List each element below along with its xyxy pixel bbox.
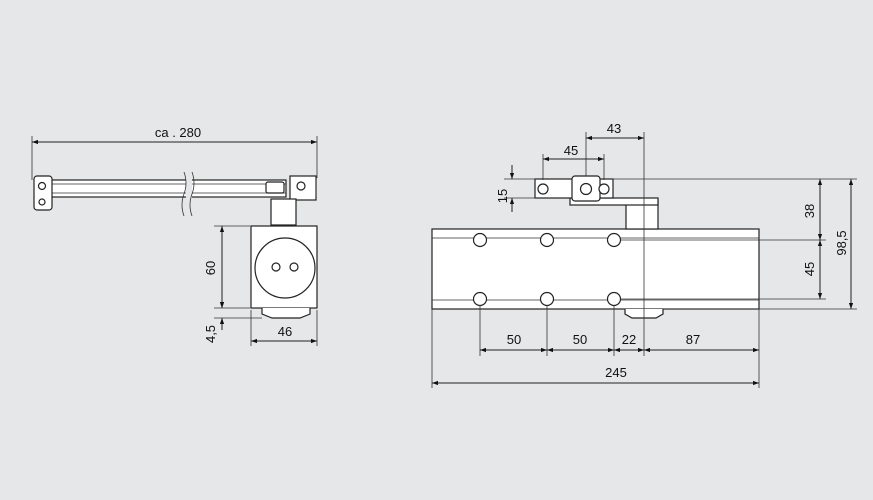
bracket-screw-left-icon <box>537 183 549 195</box>
dim-total-height: 98,5 <box>834 230 849 255</box>
hole-bottom-3-icon <box>606 291 622 307</box>
break-line-right <box>189 171 195 217</box>
dim-body-height: 60 <box>203 261 218 275</box>
side-spindle <box>270 198 297 226</box>
disc-hole-right-icon <box>289 262 299 272</box>
dim-arm-length: ca . 280 <box>155 125 201 140</box>
dim-arm-offset: 43 <box>607 121 621 136</box>
dim-bottom-offset: 4,5 <box>203 325 218 343</box>
dim-axle-offset: 22 <box>622 332 636 347</box>
bracket-pivot-icon <box>579 182 593 196</box>
dim-total-length: 245 <box>605 365 627 380</box>
dim-end-offset: 87 <box>686 332 700 347</box>
hole-top-1-icon <box>472 232 488 248</box>
clamp-screw-icon <box>296 181 306 191</box>
shoe-screw-icon <box>38 198 46 206</box>
break-line-left <box>181 171 187 217</box>
dim-top-section: 38 <box>802 204 817 218</box>
hole-top-2-icon <box>539 232 555 248</box>
arm-bar <box>35 179 287 198</box>
dim-bracket-height: 15 <box>495 189 510 203</box>
break-gap <box>186 172 192 216</box>
side-arm <box>33 171 317 217</box>
dim-body-width: 46 <box>278 324 292 339</box>
shoe-pivot-icon <box>37 181 47 191</box>
mounting-holes <box>472 232 622 307</box>
bracket-screw-right-icon <box>598 183 610 195</box>
side-view: ca . 280 60 4,5 46 <box>31 125 318 346</box>
hole-top-3-icon <box>606 232 622 248</box>
dim-hole-spacing-2: 50 <box>573 332 587 347</box>
dim-hole-spacing-1: 50 <box>507 332 521 347</box>
disc-hole-left-icon <box>271 262 281 272</box>
hole-bottom-2-icon <box>539 291 555 307</box>
front-view: 43 45 15 38 45 98,5 50 <box>431 121 857 388</box>
dim-hole-spacing-vertical: 45 <box>802 262 817 276</box>
adjust-disc-icon <box>254 237 316 299</box>
arm-knuckle <box>265 181 285 194</box>
front-arm-stub <box>569 197 659 206</box>
side-bottom-cap <box>261 308 311 319</box>
hole-bottom-1-icon <box>472 291 488 307</box>
dim-bracket-width: 45 <box>564 143 578 158</box>
